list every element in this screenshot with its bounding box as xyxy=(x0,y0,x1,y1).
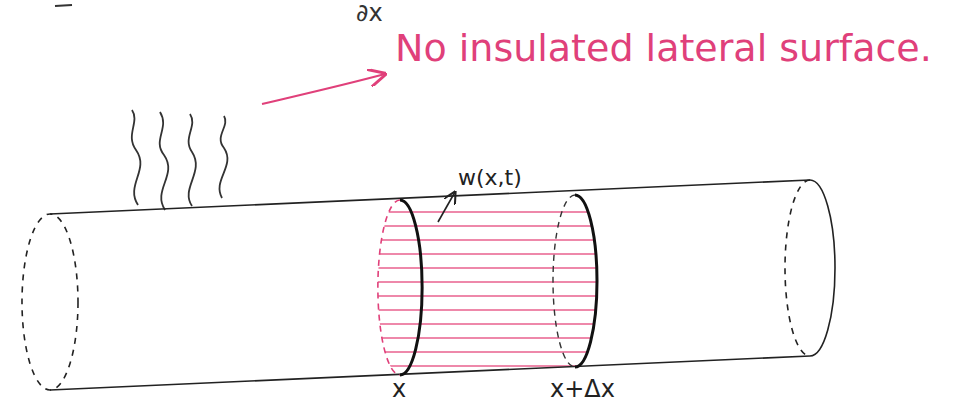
stray-mark xyxy=(55,5,72,6)
position-label: x+Δx xyxy=(550,376,615,402)
slice-shading xyxy=(370,212,600,366)
variable-label: w(x,t) xyxy=(458,166,522,190)
slice-front-edge xyxy=(575,195,597,367)
slice-back-edge xyxy=(378,200,400,375)
leader-line xyxy=(438,192,455,222)
note-text: No insulated lateral surface. xyxy=(395,28,932,70)
slice-front-edge xyxy=(400,200,422,375)
heat-loss-lines xyxy=(132,110,228,210)
cylinder xyxy=(22,180,835,390)
note-arrow xyxy=(262,74,385,104)
position-label: x xyxy=(392,376,406,402)
formula-fragment: ∂x xyxy=(356,0,383,26)
slice-back-edge xyxy=(553,195,575,367)
